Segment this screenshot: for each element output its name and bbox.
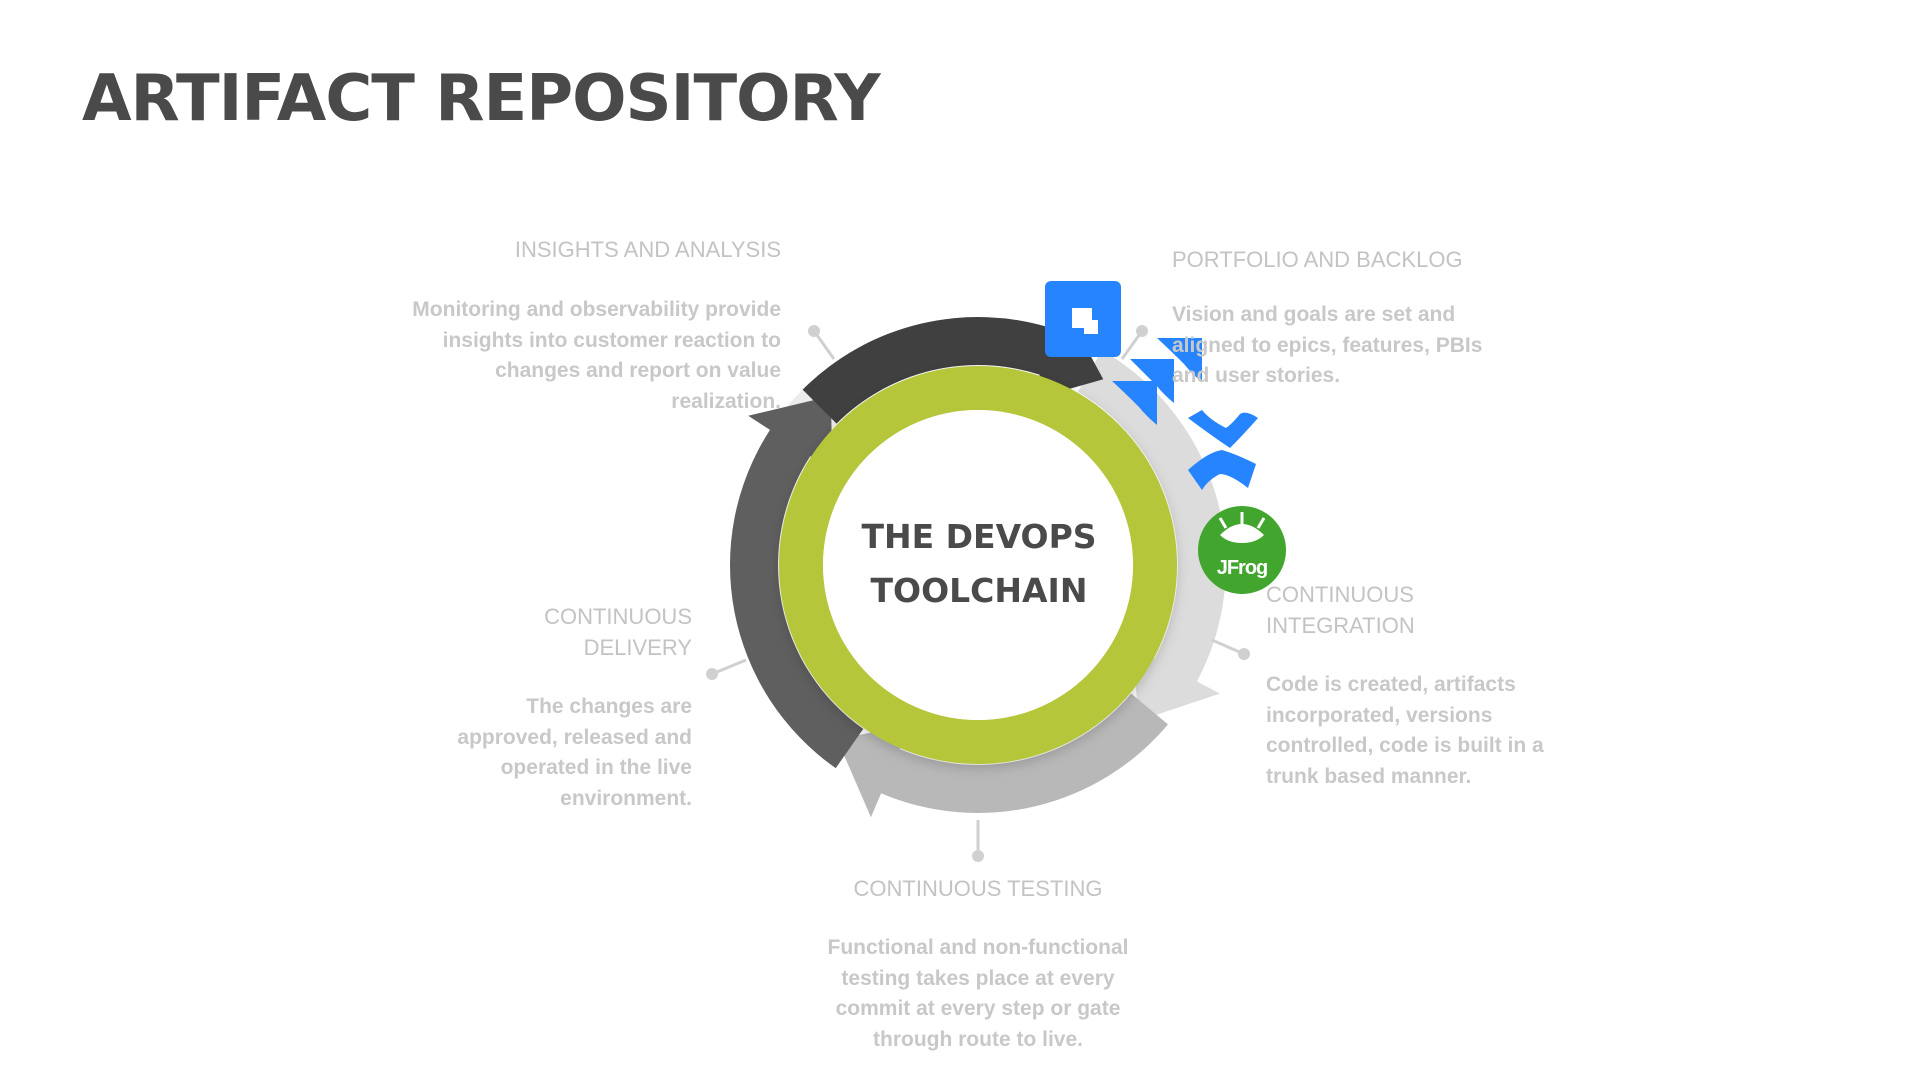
center-disc	[823, 410, 1133, 720]
ring-segment-integration	[837, 693, 1168, 818]
testing-heading: CONTINUOUS TESTING	[853, 876, 1103, 901]
integration-body: Code is created, artifacts incorporated,…	[1266, 673, 1544, 788]
insights-body: Monitoring and observability provide ins…	[412, 298, 781, 413]
page-title: ARTIFACT REPOSITORY	[82, 62, 881, 136]
jfrog-label: JFrog	[1217, 557, 1268, 579]
testing-body: Functional and non-functional testing ta…	[827, 936, 1129, 1051]
center-title: THE DEVOPS TOOLCHAIN	[861, 517, 1097, 610]
delivery-heading: CONTINUOUS DELIVERY	[544, 604, 692, 660]
integration-heading: CONTINUOUS INTEGRATION	[1266, 582, 1415, 638]
jira-software-icon	[1045, 281, 1121, 357]
jfrog-icon: JFrog	[1198, 506, 1286, 594]
ring-segment-testing	[730, 395, 864, 769]
portfolio-heading: PORTFOLIO AND BACKLOG	[1172, 247, 1463, 272]
cycle-ring	[730, 304, 1227, 818]
confluence-icon	[1188, 410, 1258, 490]
portfolio-body: Vision and goals are set and aligned to …	[1172, 303, 1483, 387]
connectors	[706, 325, 1250, 862]
jira-align-icon	[1112, 338, 1202, 425]
ring-segment-delivery	[802, 304, 1104, 424]
delivery-body: The changes are approved, released and o…	[457, 695, 692, 810]
ring-segment-portfolio	[1078, 350, 1227, 721]
insights-heading: INSIGHTS AND ANALYSIS	[514, 237, 781, 262]
green-ring	[779, 366, 1177, 764]
